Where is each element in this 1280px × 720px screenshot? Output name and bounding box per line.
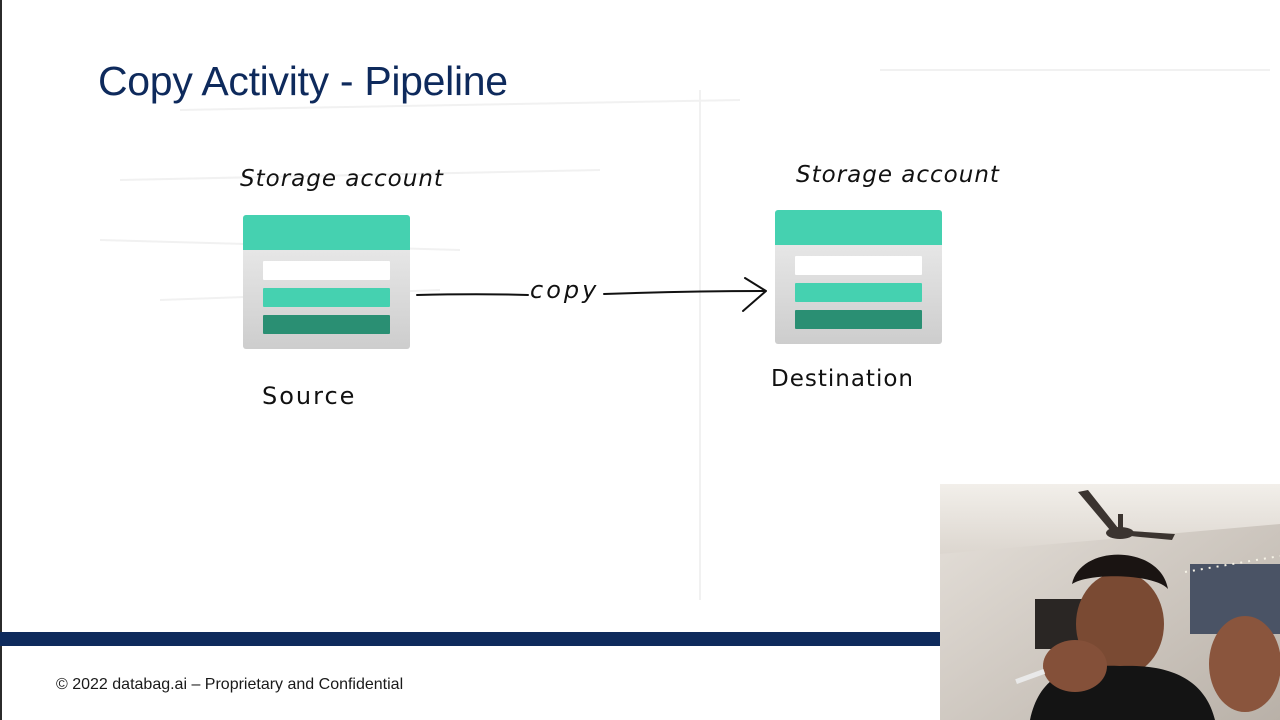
presenter-hand-left [1043,640,1107,692]
copy-arrow-line-right [603,290,766,295]
storage-icon-row [795,256,922,275]
storage-icon-header [243,215,410,250]
source-storage-account-icon [243,215,410,349]
storage-icon-row [263,288,390,307]
storage-icon-row [795,310,922,329]
pen [1015,668,1046,684]
footer-bar [0,632,940,646]
ceiling-fan-icon [1078,490,1175,540]
source-handwritten-label: Source [262,382,357,410]
source-storage-handwritten-label: Storage account [240,166,444,192]
storage-icon-row [795,283,922,302]
footer-copyright: © 2022 databag.ai – Proprietary and Conf… [56,676,404,693]
webcam-scene [940,484,1280,720]
destination-handwritten-label: Destination [771,366,914,392]
copy-handwritten-label: copy [530,276,600,304]
destination-storage-handwritten-label: Storage account [796,162,1000,188]
presenter-hair [1072,554,1168,589]
storage-icon-row [263,261,390,280]
copy-arrow-line-left [416,293,529,296]
slide-title: Copy Activity - Pipeline [98,58,508,104]
storage-icon-row [263,315,390,334]
presenter-webcam-video [940,484,1280,720]
storage-icon-header [775,210,942,245]
presenter-hand-right [1209,616,1280,712]
destination-storage-account-icon [775,210,942,344]
copy-arrow-head [742,277,767,312]
slide-left-border [0,0,2,720]
